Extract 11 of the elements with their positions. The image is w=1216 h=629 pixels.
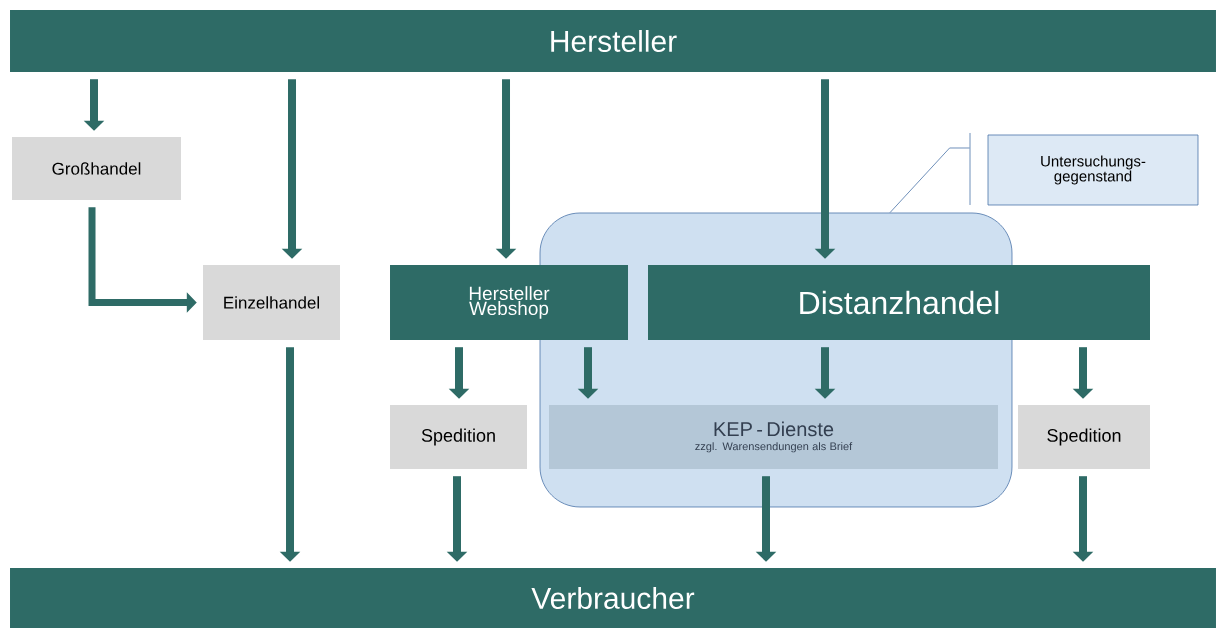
process-box: KEP - Dienste zzgl. Warensendungen als Brief bbox=[549, 405, 998, 469]
callout-box: Untersuchungs- gegenstand bbox=[987, 134, 1199, 206]
process-box: Einzelhandel bbox=[203, 265, 340, 340]
process-box: Großhandel bbox=[12, 137, 181, 200]
top-bar: Hersteller bbox=[10, 10, 1216, 72]
process-box: Spedition bbox=[1018, 405, 1150, 469]
process-box: Distanzhandel bbox=[648, 265, 1150, 340]
process-box: Spedition bbox=[390, 405, 527, 469]
process-box: Hersteller Webshop bbox=[390, 265, 628, 340]
bottom-bar: Verbraucher bbox=[10, 568, 1216, 628]
leader-line bbox=[889, 147, 970, 213]
